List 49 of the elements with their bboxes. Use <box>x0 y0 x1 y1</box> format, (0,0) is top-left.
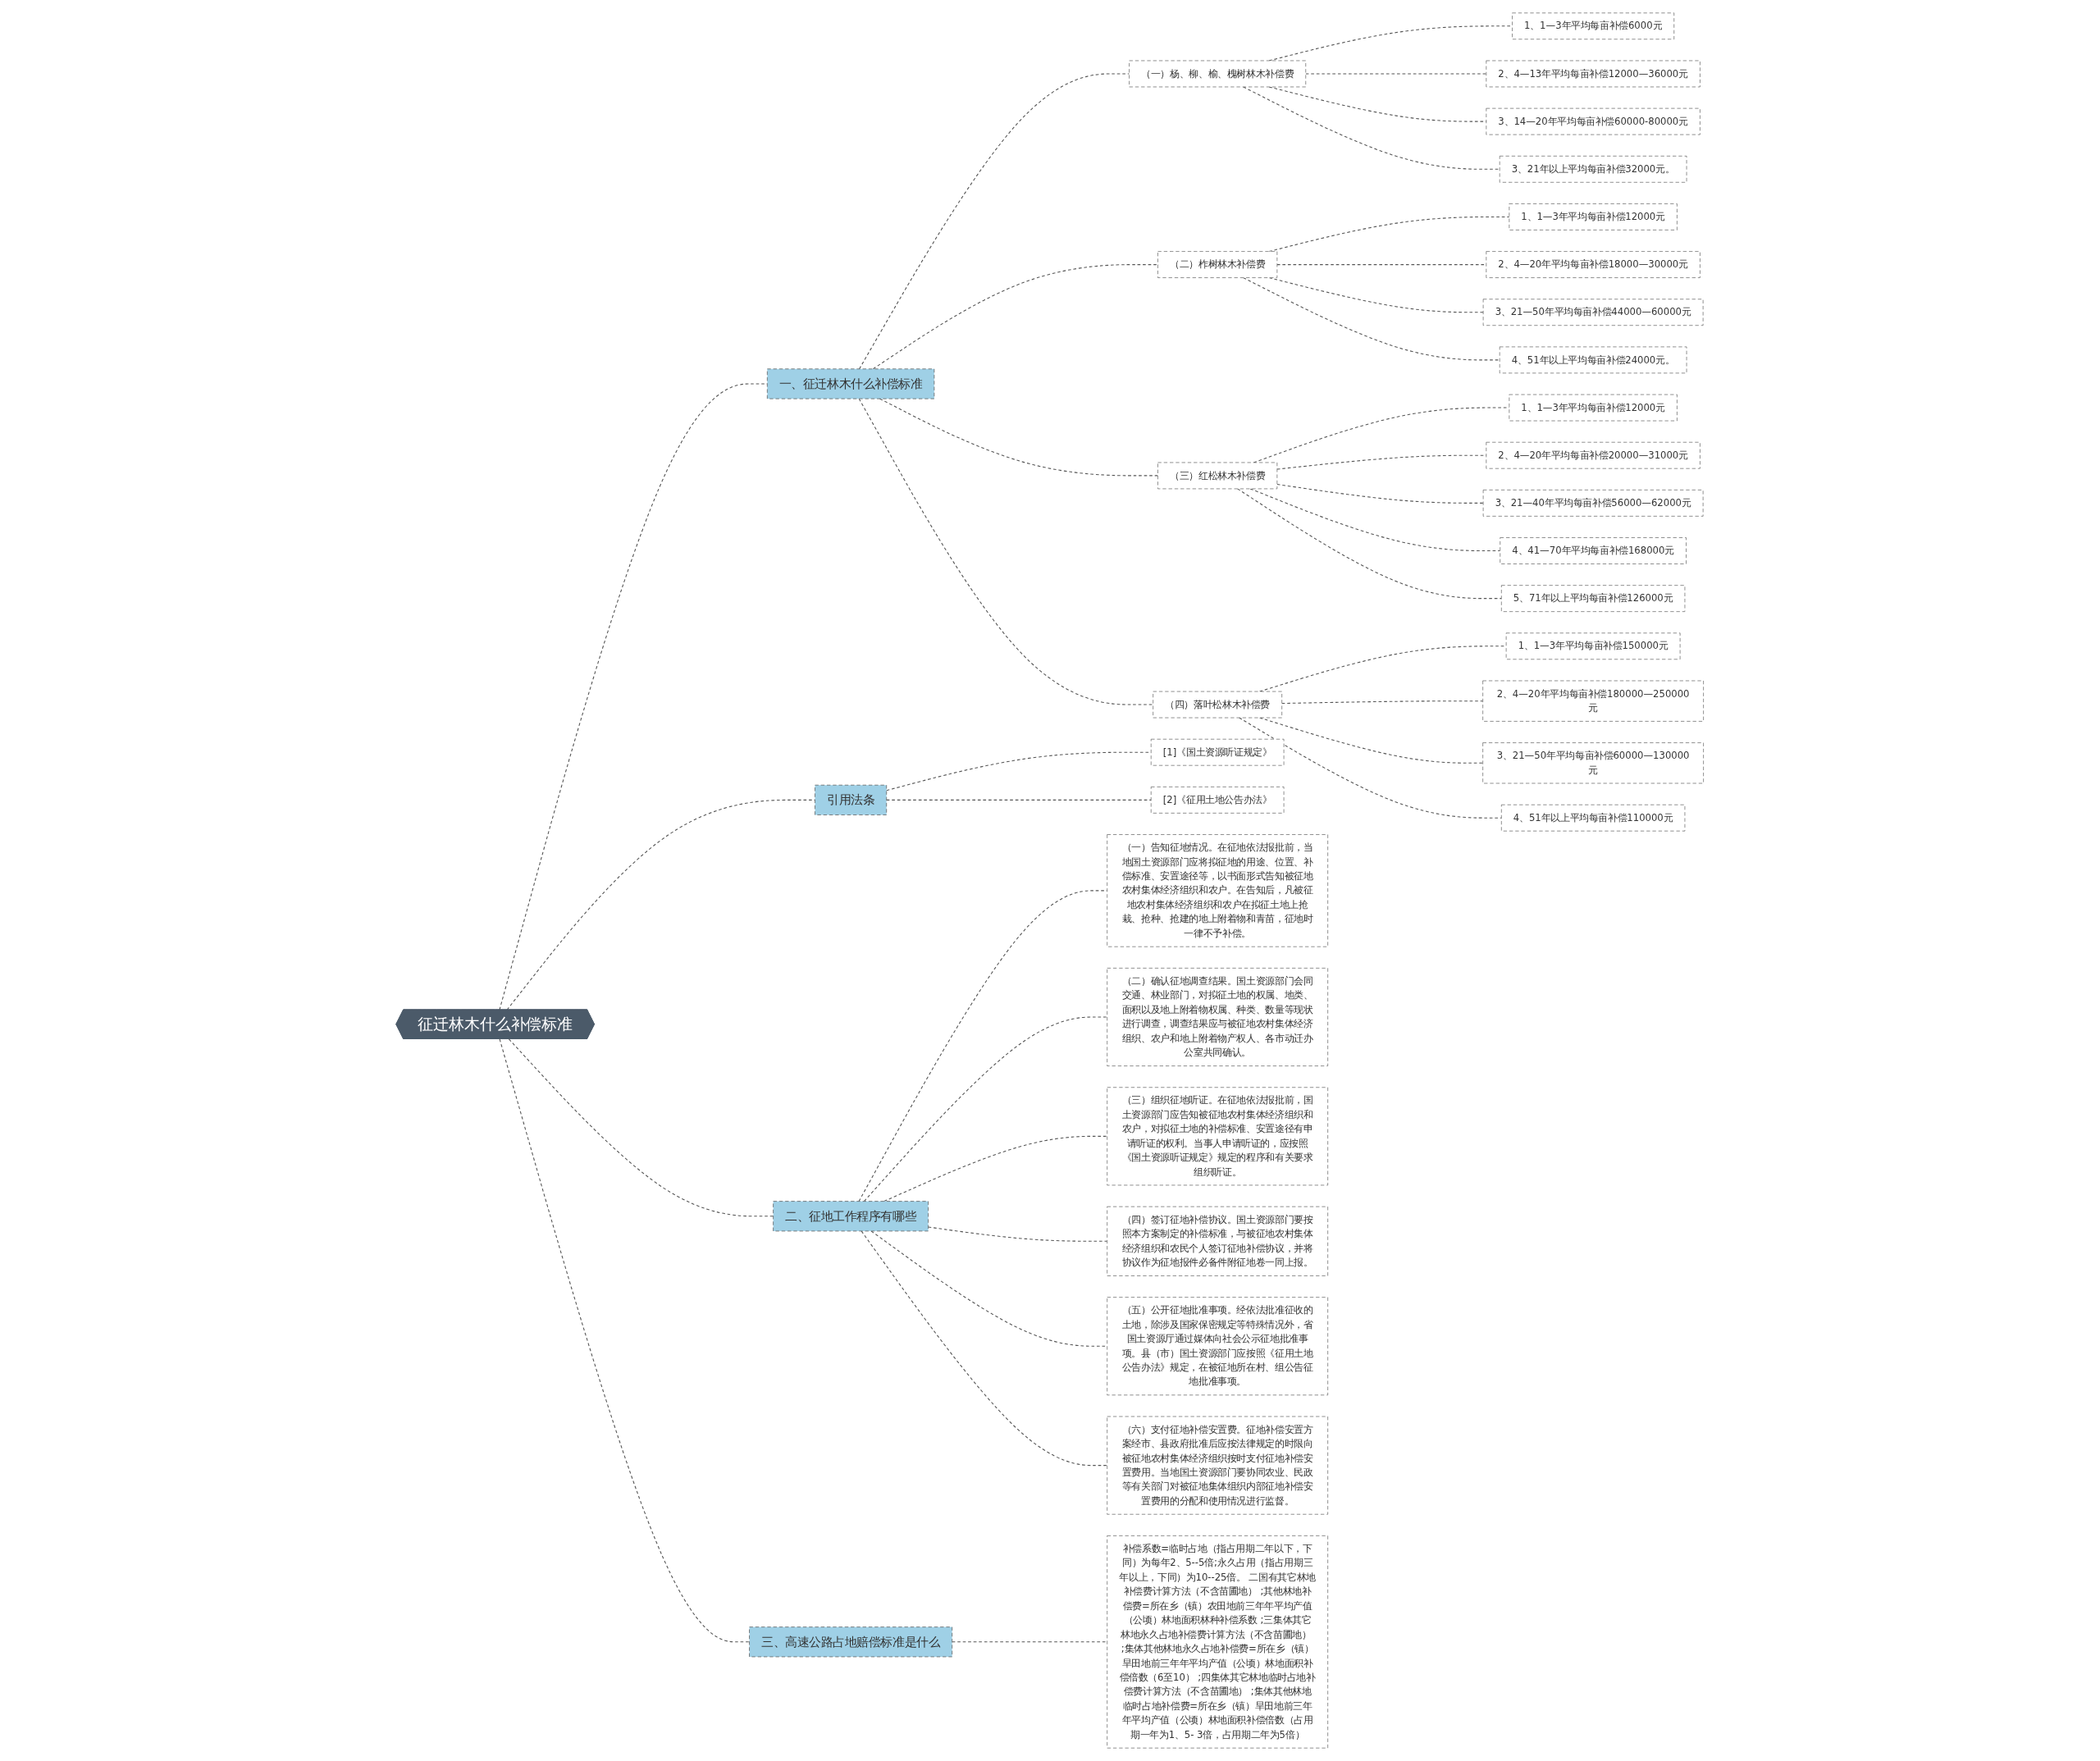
node-box: 3、21—50年平均每亩补偿44000—60000元 <box>1483 299 1704 326</box>
node-box: 1、1—3年平均每亩补偿150000元 <box>1506 632 1681 660</box>
node-box: 引用法条 <box>815 784 888 815</box>
node-box: 3、21年以上平均每亩补偿32000元。 <box>1500 155 1687 183</box>
node-box: 2、4—20年平均每亩补偿180000—250000元 <box>1482 680 1705 722</box>
node-box: 3、21—50年平均每亩补偿60000—130000元 <box>1482 742 1705 784</box>
node-box: 4、51年以上平均每亩补偿110000元 <box>1501 804 1686 832</box>
connector <box>509 1038 774 1217</box>
connector <box>1281 700 1484 705</box>
node-box: 2、4—20年平均每亩补偿18000—30000元 <box>1486 251 1701 278</box>
node-box: （二）确认征地调查结果。国土资源部门会同交通、林业部门，对拟征土地的权属、地类、面积以及地上附着物权属、种类、数量等现状进行调查，调查结果应与被征地农村集体经济组织、农户和地上附着物产权人、各市动迁办公室共同确认。 <box>1107 968 1329 1066</box>
node-box: 3、14—20年平均每亩补偿60000-80000元 <box>1486 107 1701 135</box>
node-box: （一）告知征地情况。在征地依法报批前，当地国土资源部门应将拟征地的用途、位置、补偿标准、安置途径等，以书面形式告知被征地农村集体经济组织和农户。在告知后，凡被征地农村集体经济组织和农户在拟征土地上抢栽、抢种、抢建的地上附着物和青苗，征地时一律不予补偿。 <box>1107 834 1329 947</box>
connector <box>864 1016 1108 1202</box>
node-box: 补偿系数=临时占地（指占用期二年以下，下同）为每年2、5--5倍;永久占用（指占用期三年以上，下同）为10--25倍。 二国有其它林地补偿费计算方法（不含苗圃地） ;其他林地补偿费=所在乡（镇）农田地前三年年平均产值（公顷）林地面积林种补偿系数 ;三集体其它林地永久占地补偿费计算方法（不含苗圃地） ;集体其他林地永久占地补偿费=所在乡（镇）旱田地前三年年平均产值（公顷）林地面积补偿倍数（6至10） ;四集体其它林地临时占地补偿费计算方法（不含苗圃地） ;集体其他林地临时占地补偿费=所在乡（镇）旱田地前三年年平均产值（公顷）林地面积补偿倍数（占用期一年为1、5- 3倍，占用期二年为5倍） <box>1107 1535 1329 1749</box>
connector <box>879 398 1159 477</box>
node-box: 三、高速公路占地赔偿标准是什么 <box>749 1626 953 1658</box>
node-box: 二、征地工作程序有哪些 <box>773 1201 929 1232</box>
node-box: （四）落叶松林木补偿费 <box>1153 691 1283 719</box>
connector <box>1249 488 1501 552</box>
node-box: 4、41—70年平均每亩补偿168000元 <box>1500 537 1687 564</box>
connector <box>861 1230 1108 1467</box>
connector <box>1237 488 1503 600</box>
connector <box>499 1038 751 1643</box>
node-box: 5、71年以上平均每亩补偿126000元 <box>1501 585 1686 613</box>
node-box: （一）杨、柳、榆、槐树林木补偿费 <box>1129 60 1307 88</box>
connector <box>1305 73 1487 75</box>
node-box: （三）红松林木补偿费 <box>1157 462 1278 490</box>
connector <box>883 1135 1108 1202</box>
node-box: [2]《征用土地公告办法》 <box>1151 787 1285 814</box>
node-box: （五）公开征地批准事项。经依法批准征收的土地，除涉及国家保密规定等特殊情况外，省国土资源厅通过媒体向社会公示征地批准事项。县（市）国土资源部门应按照《征用土地公告办法》规定，在被征地所在村、组公告征地批准事项。 <box>1107 1297 1329 1396</box>
node-box: （二）柞树林木补偿费 <box>1157 251 1278 278</box>
node-box: 3、21—40年平均每亩补偿56000—62000元 <box>1483 490 1704 517</box>
node-box: 1、1—3年平均每亩补偿12000元 <box>1509 203 1678 230</box>
node-box: [1]《国土资源听证规定》 <box>1151 738 1285 766</box>
connector <box>928 1226 1108 1242</box>
connector <box>1276 264 1487 266</box>
node-box: （四）签订征地补偿协议。国土资源部门要按照本方案制定的补偿标准，与被征地农村集体经济组织和农民个人签订征地补偿协议，并将协议作为征地报件必备件附征地卷一同上报。 <box>1107 1206 1329 1276</box>
connector <box>1239 717 1503 819</box>
node-box: 4、51年以上平均每亩补偿24000元。 <box>1500 346 1687 374</box>
node-box: 2、4—13年平均每亩补偿12000—36000元 <box>1486 60 1701 88</box>
node-box: 1、1—3年平均每亩补偿6000元 <box>1512 12 1675 40</box>
connector <box>858 890 1108 1202</box>
node-box: 1、1—3年平均每亩补偿12000元 <box>1509 394 1678 422</box>
node-box: （六）支付征地补偿安置费。征地补偿安置方案经市、县政府批准后应按法律规定的时限向被征地农村集体经济组织按时支付征地补偿安置费用。当地国土资源部门要协同农业、民政等有关部门对被征地集体组织内部征地补偿安置费用的分配和使用情况进行监督。 <box>1107 1416 1329 1515</box>
node-box: 2、4—20年平均每亩补偿20000—31000元 <box>1486 441 1701 469</box>
node-box: 一、征迁林木什么补偿标准 <box>767 368 935 399</box>
connector <box>870 1230 1108 1347</box>
node-box: （三）组织征地听证。在征地依法报批前，国土资源部门应告知被征地农村集体经济组织和农户，对拟征土地的补偿标准、安置途径有申请听证的权利。当事人申请听证的，应按照《国土资源听证规定》规定的程序和有关要求组织听证。 <box>1107 1087 1329 1186</box>
